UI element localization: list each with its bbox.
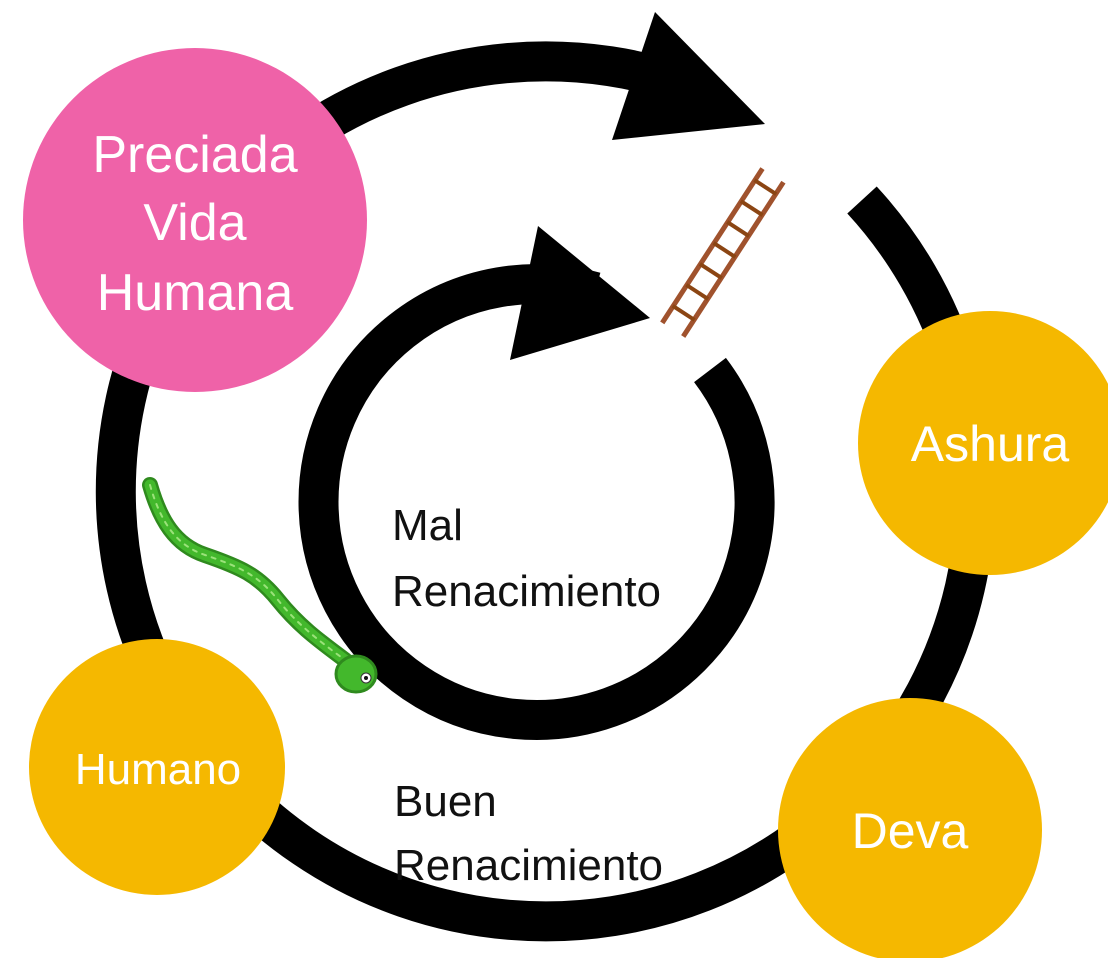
node-precious-human-life: Preciada Vida Humana [23,48,367,392]
ashura-label: Ashura [911,416,1070,472]
deva-circle [778,698,1042,958]
outer-cycle-arrowhead [612,12,765,140]
precious-human-life-line-3: Humana [97,264,294,322]
node-deva: Deva [778,698,1042,958]
humano-circle [29,639,285,895]
humano-label: Humano [75,745,241,794]
inner-cycle-label-line-2: Renacimiento [392,567,661,616]
precious-human-life-line-2: Vida [143,194,246,252]
precious-human-life-circle [23,48,367,392]
ladder-icon [660,167,786,338]
precious-human-life-line-1: Preciada [92,126,297,184]
snake-icon [142,477,378,694]
node-humano: Humano [29,639,285,895]
inner-cycle-label-line-1: Mal [392,501,463,550]
inner-cycle-ring [298,264,775,740]
outer-cycle-label-line-1: Buen [394,777,497,826]
deva-label: Deva [852,803,969,859]
outer-cycle-label-line-2: Renacimiento [394,841,663,890]
node-ashura: Ashura [858,311,1108,575]
inner-cycle-arrowhead [510,226,650,360]
ashura-circle [858,311,1108,575]
